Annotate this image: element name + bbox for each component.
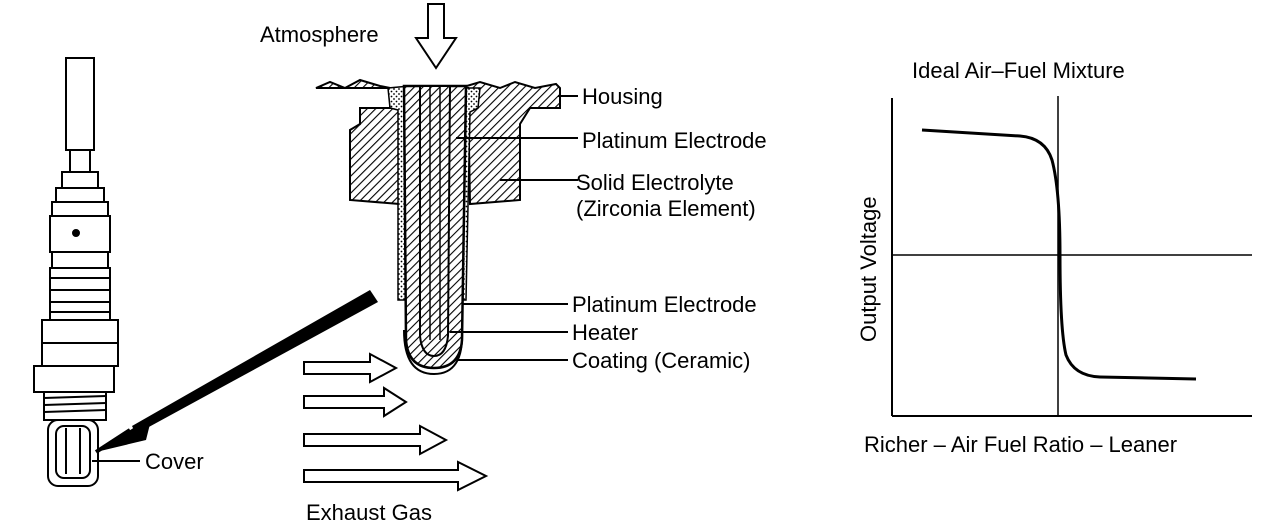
graph-title: Ideal Air–Fuel Mixture — [912, 58, 1125, 83]
label-heater: Heater — [572, 320, 638, 345]
label-exhaust-gas: Exhaust Gas — [306, 500, 432, 525]
label-leaders — [450, 95, 578, 361]
label-atmosphere: Atmosphere — [260, 22, 379, 47]
label-zirconia-element: (Zirconia Element) — [576, 196, 756, 221]
pointer-arrow — [94, 290, 378, 454]
y-axis-label: Output Voltage — [856, 196, 881, 342]
exhaust-gas-arrows — [303, 352, 489, 492]
label-housing: Housing — [582, 84, 663, 109]
x-axis-label: Richer – Air Fuel Ratio – Leaner — [864, 432, 1177, 457]
voltage-curve — [921, 128, 1197, 381]
atmosphere-arrow — [414, 3, 458, 70]
label-coating: Coating (Ceramic) — [572, 348, 751, 373]
label-cover: Cover — [145, 449, 204, 474]
label-platinum-electrode-outer: Platinum Electrode — [582, 128, 767, 153]
output-voltage-graph: Ideal Air–Fuel Mixture Output Voltage Ri… — [856, 58, 1252, 457]
oxygen-sensor-illustration — [33, 57, 119, 487]
label-platinum-electrode-inner: Platinum Electrode — [572, 292, 757, 317]
label-solid-electrolyte: Solid Electrolyte — [576, 170, 734, 195]
sensor-cross-section — [315, 78, 561, 376]
